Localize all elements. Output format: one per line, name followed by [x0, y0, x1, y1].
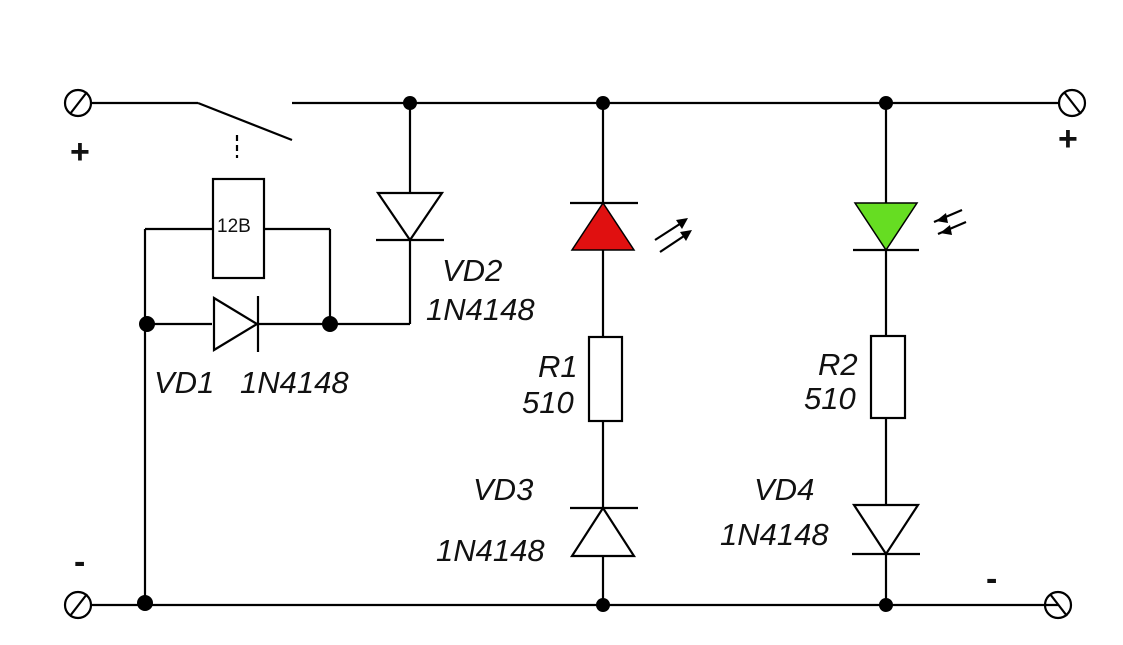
- diode-vd3: [569, 505, 638, 558]
- junction-dot: [596, 96, 610, 110]
- junction-dot: [879, 598, 893, 612]
- junction-dot: [403, 96, 417, 110]
- vd3-name: VD3: [473, 472, 533, 507]
- r2-name: R2: [818, 347, 858, 382]
- vd4-part: 1N4148: [720, 517, 829, 552]
- diode-vd4: [851, 503, 921, 557]
- junction-dot: [139, 316, 155, 332]
- relay-coil: 12В: [211, 177, 266, 280]
- vd4-name: VD4: [754, 472, 814, 507]
- resistor-r1: [587, 335, 624, 423]
- led-red-rays-icon: [654, 218, 692, 253]
- plus-right-label: +: [1058, 120, 1078, 158]
- junction-dot: [137, 595, 153, 611]
- led-red: [570, 201, 692, 253]
- r1-value: 510: [522, 385, 574, 420]
- r2-value: 510: [804, 381, 856, 416]
- vd2-part: 1N4148: [426, 292, 535, 327]
- junction-dots: [137, 96, 893, 612]
- resistor-r2: [869, 334, 907, 420]
- relay-label: 12В: [217, 216, 251, 237]
- junction-dot: [879, 96, 893, 110]
- diode-vd2: [375, 191, 445, 242]
- r1-name: R1: [538, 349, 578, 384]
- terminal-top-left: [63, 88, 93, 118]
- minus-right-label: -: [986, 560, 997, 598]
- relay-switch-contact: [197, 101, 293, 142]
- vd3-part: 1N4148: [436, 533, 545, 568]
- plus-left-label: +: [70, 133, 90, 171]
- led-green: [853, 202, 967, 252]
- diode-vd1: [212, 296, 260, 352]
- vd1-name: VD1: [154, 365, 214, 400]
- terminal-bottom-left: [63, 590, 93, 620]
- led-red-body: [570, 201, 636, 251]
- vd1-part: 1N4148: [240, 365, 349, 400]
- minus-left-label: -: [74, 543, 85, 581]
- vd2-name: VD2: [442, 253, 502, 288]
- terminal-bottom-right: [1043, 590, 1073, 620]
- terminal-top-right: [1057, 88, 1087, 118]
- led-green-body: [853, 202, 919, 252]
- junction-dot: [322, 316, 338, 332]
- led-green-rays-icon: [933, 208, 967, 236]
- junction-dot: [596, 598, 610, 612]
